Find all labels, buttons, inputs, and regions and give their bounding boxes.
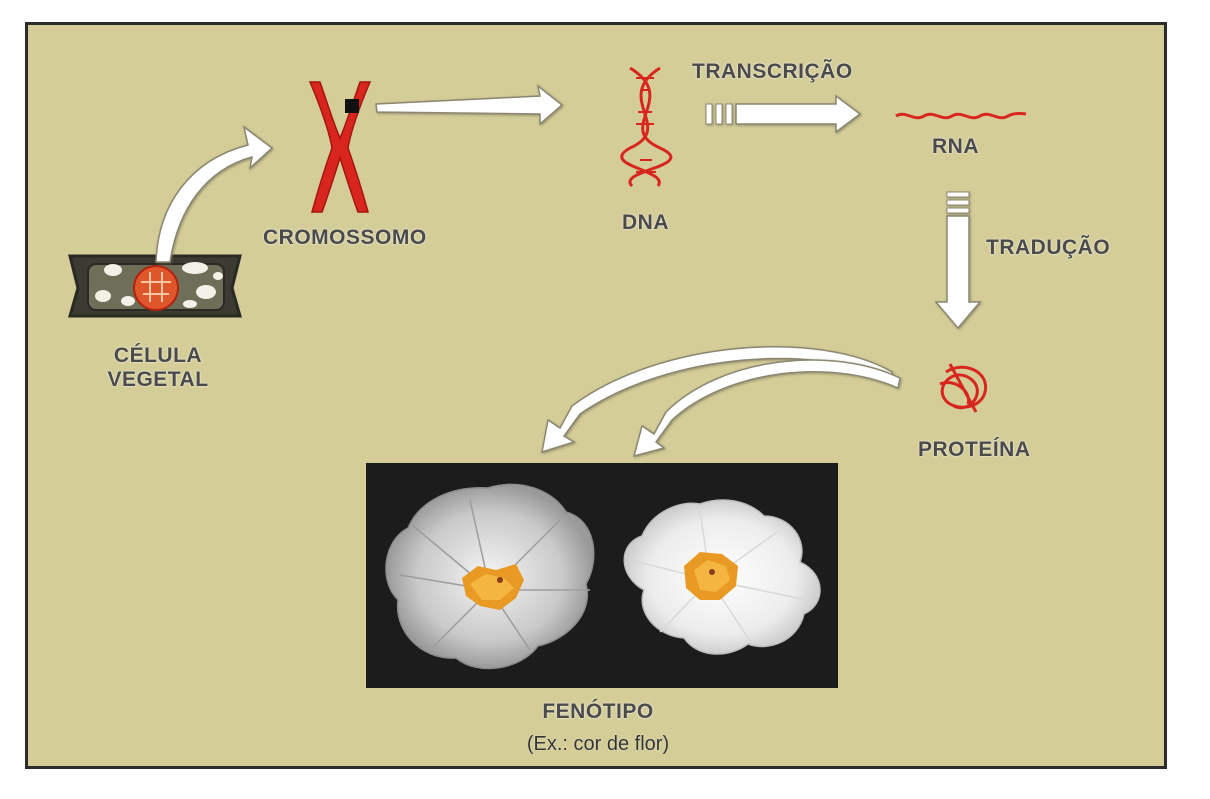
label-cell-line1: CÉLULA bbox=[113, 344, 203, 367]
label-phenotype: FENÓTIPO bbox=[542, 700, 654, 723]
label-translation: TRADUÇÃO bbox=[986, 236, 1111, 259]
arrow-protein-to-phenotype-1 bbox=[541, 346, 893, 454]
arrow-chromosome-to-dna bbox=[375, 84, 564, 126]
arrow-protein-to-phenotype-2 bbox=[632, 359, 901, 458]
label-protein: PROTEÍNA bbox=[918, 438, 1031, 461]
arrow-cell-to-chromosome bbox=[155, 125, 274, 263]
flower-photo bbox=[366, 463, 838, 688]
label-cell: CÉLULA VEGETAL bbox=[107, 344, 208, 392]
chromosome-icon bbox=[308, 81, 372, 213]
rna-strand-icon bbox=[895, 111, 1027, 120]
label-phenotype-example: (Ex.: cor de flor) bbox=[526, 733, 670, 755]
dna-helix-icon bbox=[620, 66, 673, 188]
arrow-transcription bbox=[705, 94, 862, 134]
label-dna: DNA bbox=[622, 211, 669, 234]
label-chromosome: CROMOSSOMO bbox=[263, 226, 427, 249]
plant-cell-icon bbox=[68, 254, 242, 318]
arrow-translation bbox=[934, 191, 982, 330]
label-rna: RNA bbox=[932, 135, 979, 158]
label-cell-line2: VEGETAL bbox=[107, 368, 209, 391]
protein-icon bbox=[939, 363, 988, 413]
label-transcription: TRANSCRIÇÃO bbox=[692, 60, 853, 83]
